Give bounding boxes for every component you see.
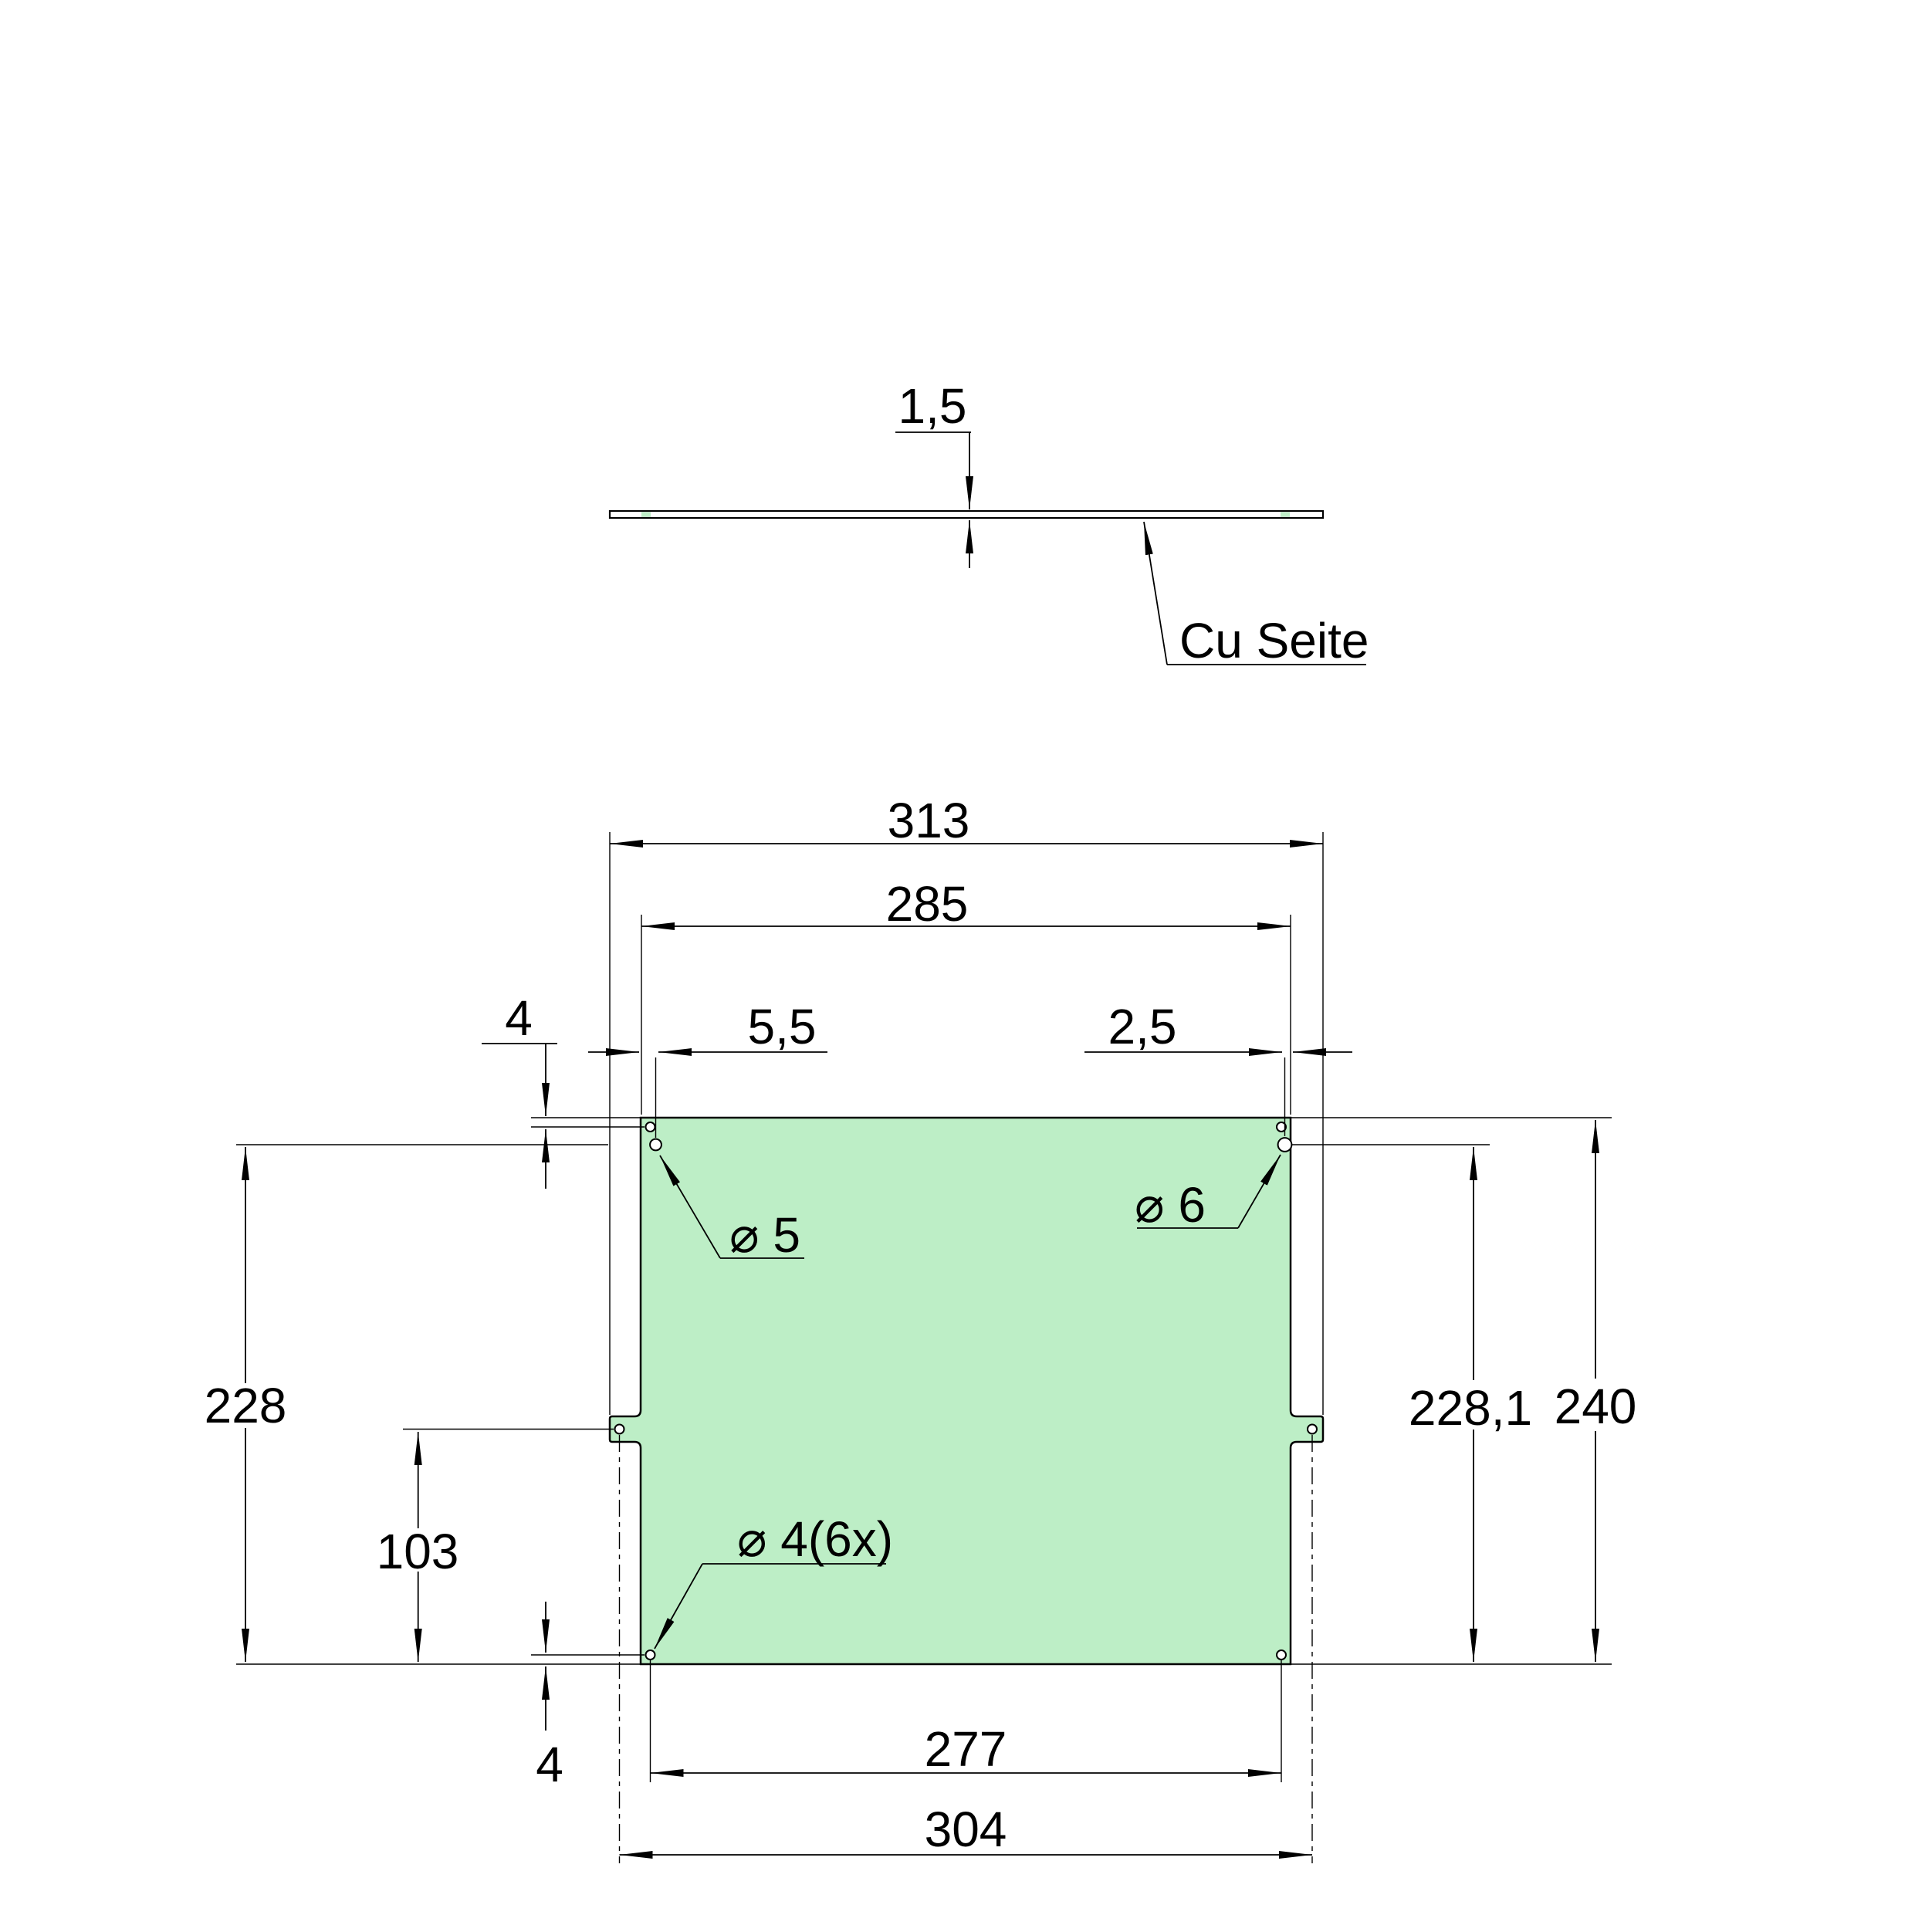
front-view: 313 285 4 5,5 2,5 ⌀ 5 [205,793,1637,1863]
dim-overall-height: 240 [1555,1120,1637,1662]
dim-edge-to-hole-bottom: 4 [536,1602,563,1792]
callout-dia5-label: ⌀ 5 [729,1207,800,1263]
hole-4mm-bottom-right [1276,1649,1287,1660]
dim-bottom-hole-span-label: 277 [925,1721,1007,1777]
label-copper-side: Cu Seite [1143,521,1369,668]
dim-left-height-label: 228 [205,1378,287,1433]
dim-tab-to-bottom-label: 103 [377,1524,459,1579]
dim-right-inner-height-label: 228,1 [1409,1380,1532,1436]
callout-dia6-label: ⌀ 6 [1135,1177,1206,1233]
copper-layer-left-sliver [641,512,651,517]
dim-edge-to-hole-top: 4 [482,990,557,1189]
dim-thickness: 1,5 [895,378,973,568]
dim-bottom-hole-span: 277 [650,1721,1281,1777]
dim-hole6-offset-label: 2,5 [1108,999,1177,1054]
dim-overall-width: 313 [610,793,1323,848]
dim-bottom-tab-span-label: 304 [925,1802,1007,1857]
copper-side-label: Cu Seite [1179,613,1369,668]
hole-4mm-top-left [645,1122,656,1132]
dim-right-inner-height: 228,1 [1409,1147,1532,1662]
hole-4mm-top-right [1276,1122,1287,1132]
dim-thickness-label: 1,5 [898,378,967,434]
copper-layer-right-sliver [1281,512,1290,517]
dim-bottom-tab-span: 304 [619,1802,1312,1859]
hole-5mm [649,1138,662,1152]
dim-edge-to-hole-bottom-label: 4 [536,1737,563,1792]
dim-edge-to-hole-top-label: 4 [505,990,533,1046]
hole-6mm [1277,1137,1293,1152]
board-side-profile [608,509,1325,519]
callout-dia5: ⌀ 5 [659,1155,804,1263]
dim-body-width-label: 285 [886,876,969,932]
plate-outline [608,1116,1325,1666]
dim-left-height: 228 [205,1147,287,1662]
dim-overall-width-label: 313 [888,793,970,848]
hole-4mm-right-tab [1307,1423,1318,1435]
hole-4mm-bottom-left [645,1649,656,1660]
dim-hole6-offset: 2,5 [1084,999,1352,1056]
dim-hole5-offset-label: 5,5 [748,999,817,1054]
callout-dia4-label: ⌀ 4(6x) [737,1511,893,1567]
side-view: 1,5 Cu Seite [608,378,1369,668]
dim-overall-height-label: 240 [1555,1379,1637,1434]
dim-body-width: 285 [641,876,1291,932]
callout-dia6: ⌀ 6 [1135,1154,1281,1233]
dim-tab-to-bottom: 103 [377,1432,459,1662]
dim-hole5-offset: 5,5 [588,999,827,1056]
callout-dia4: ⌀ 4(6x) [654,1511,893,1649]
hole-4mm-left-tab [614,1423,625,1435]
extension-lines [236,832,1612,1863]
